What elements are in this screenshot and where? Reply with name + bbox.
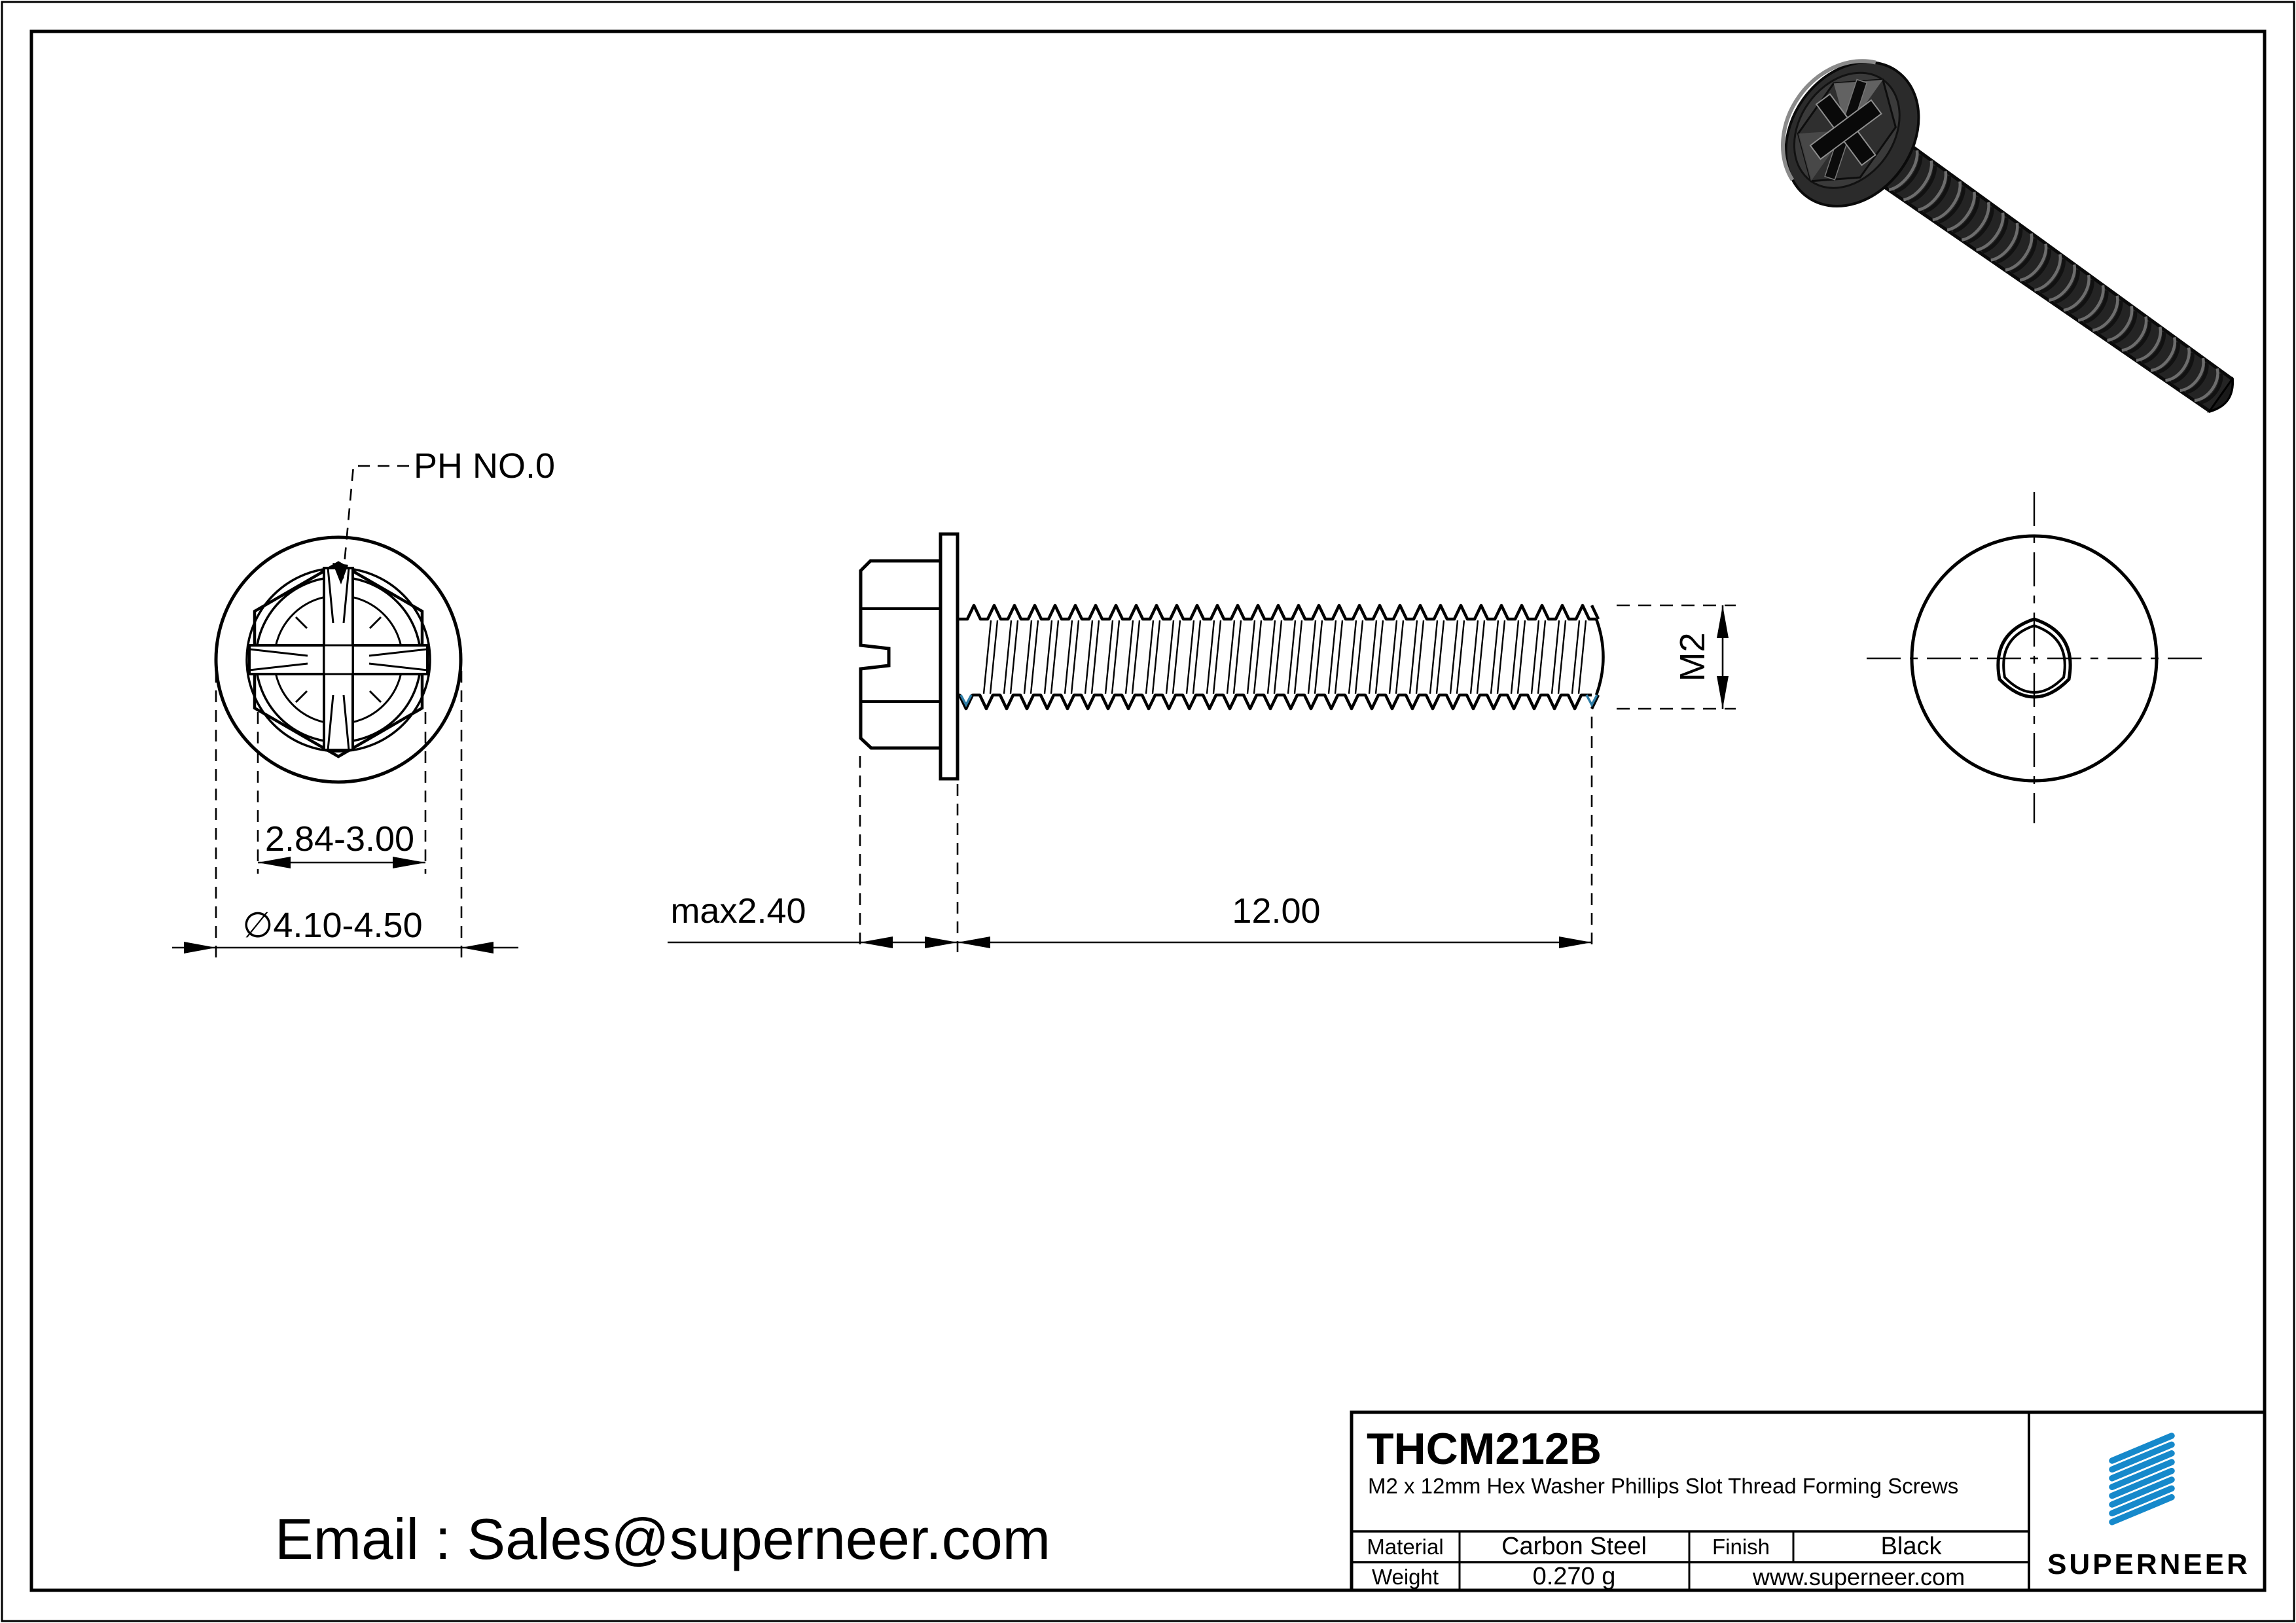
- trilobe-inner: [2002, 624, 2066, 694]
- trilobe-outer: [1996, 617, 2072, 699]
- thread-start-chamfer-mark: [960, 694, 973, 707]
- column-dividers: [1458, 1531, 1795, 1590]
- ph-leader-arrow: [332, 563, 348, 584]
- part-number: THCM212B: [1367, 1424, 1602, 1474]
- title-block: THCM212B M2 x 12mm Hex Washer Phillips S…: [1350, 1410, 2267, 1592]
- len-arrow-right: [1559, 936, 1592, 948]
- side-view: M2 max2.40 12.00: [668, 532, 1736, 952]
- af-arrow-left: [258, 857, 291, 868]
- part-description: M2 x 12mm Hex Washer Phillips Slot Threa…: [1368, 1474, 1958, 1498]
- phillips-center-square: [323, 644, 354, 675]
- end-view: [1867, 492, 2202, 823]
- front-view: PH NO.0 2.84-3.00 ∅4.10-4.50: [172, 446, 555, 962]
- af-arrow-right: [393, 857, 425, 868]
- material-value: Carbon Steel: [1501, 1533, 1647, 1560]
- af-extension-lines: [257, 712, 427, 874]
- len-arrow-left: [958, 936, 990, 948]
- thread-end-chamfer-mark: [1585, 694, 1598, 707]
- washer-outline-circle: [214, 535, 463, 784]
- flange-side: [939, 532, 960, 781]
- dim-head-height: max2.40: [670, 891, 806, 931]
- weight-label: Weight: [1372, 1565, 1439, 1589]
- m2-arrow-up: [1717, 605, 1729, 638]
- weight-value: 0.270 g: [1533, 1563, 1616, 1590]
- website-link[interactable]: www.superneer.com: [1752, 1563, 1965, 1590]
- od-arrow-left: [184, 942, 216, 954]
- ph-size-label: PH NO.0: [414, 446, 555, 486]
- dim-thread-length: 12.00: [1232, 891, 1320, 931]
- finish-label: Finish: [1712, 1535, 1770, 1559]
- dim-outer-dia: ∅4.10-4.50: [242, 906, 422, 945]
- m2-arrow-down: [1717, 676, 1729, 709]
- material-label: Material: [1367, 1535, 1443, 1559]
- phillips-taper-lines: [249, 567, 428, 751]
- ph-leader-line: [342, 465, 409, 579]
- brand-logo: SUPERNEER: [2047, 1433, 2250, 1580]
- head-side-outline: [859, 559, 940, 750]
- od-arrow-right: [461, 942, 493, 954]
- dim-thread-size: M2: [1673, 632, 1712, 681]
- logo-stripes-icon: [2109, 1433, 2175, 1525]
- hex-outline: [253, 561, 424, 758]
- head-hex-edges: [861, 607, 941, 703]
- finish-value: Black: [1881, 1533, 1943, 1560]
- m2-extension-lines: [1617, 604, 1736, 710]
- brand-name: SUPERNEER: [2047, 1548, 2250, 1580]
- render-3d: [1781, 59, 2234, 413]
- maxh-arrow-right: [925, 936, 958, 948]
- inner-drawing-border: [29, 29, 2267, 1592]
- dim-across-flats: 2.84-3.00: [265, 819, 414, 859]
- thread-profile: [958, 603, 1605, 711]
- length-extension-lines: [859, 717, 1593, 952]
- od-extension-lines: [215, 671, 463, 962]
- phillips-wing-ticks: [295, 616, 382, 704]
- maxh-arrow-left: [860, 936, 893, 948]
- contact-email: Email : Sales@superneer.com: [275, 1507, 1050, 1571]
